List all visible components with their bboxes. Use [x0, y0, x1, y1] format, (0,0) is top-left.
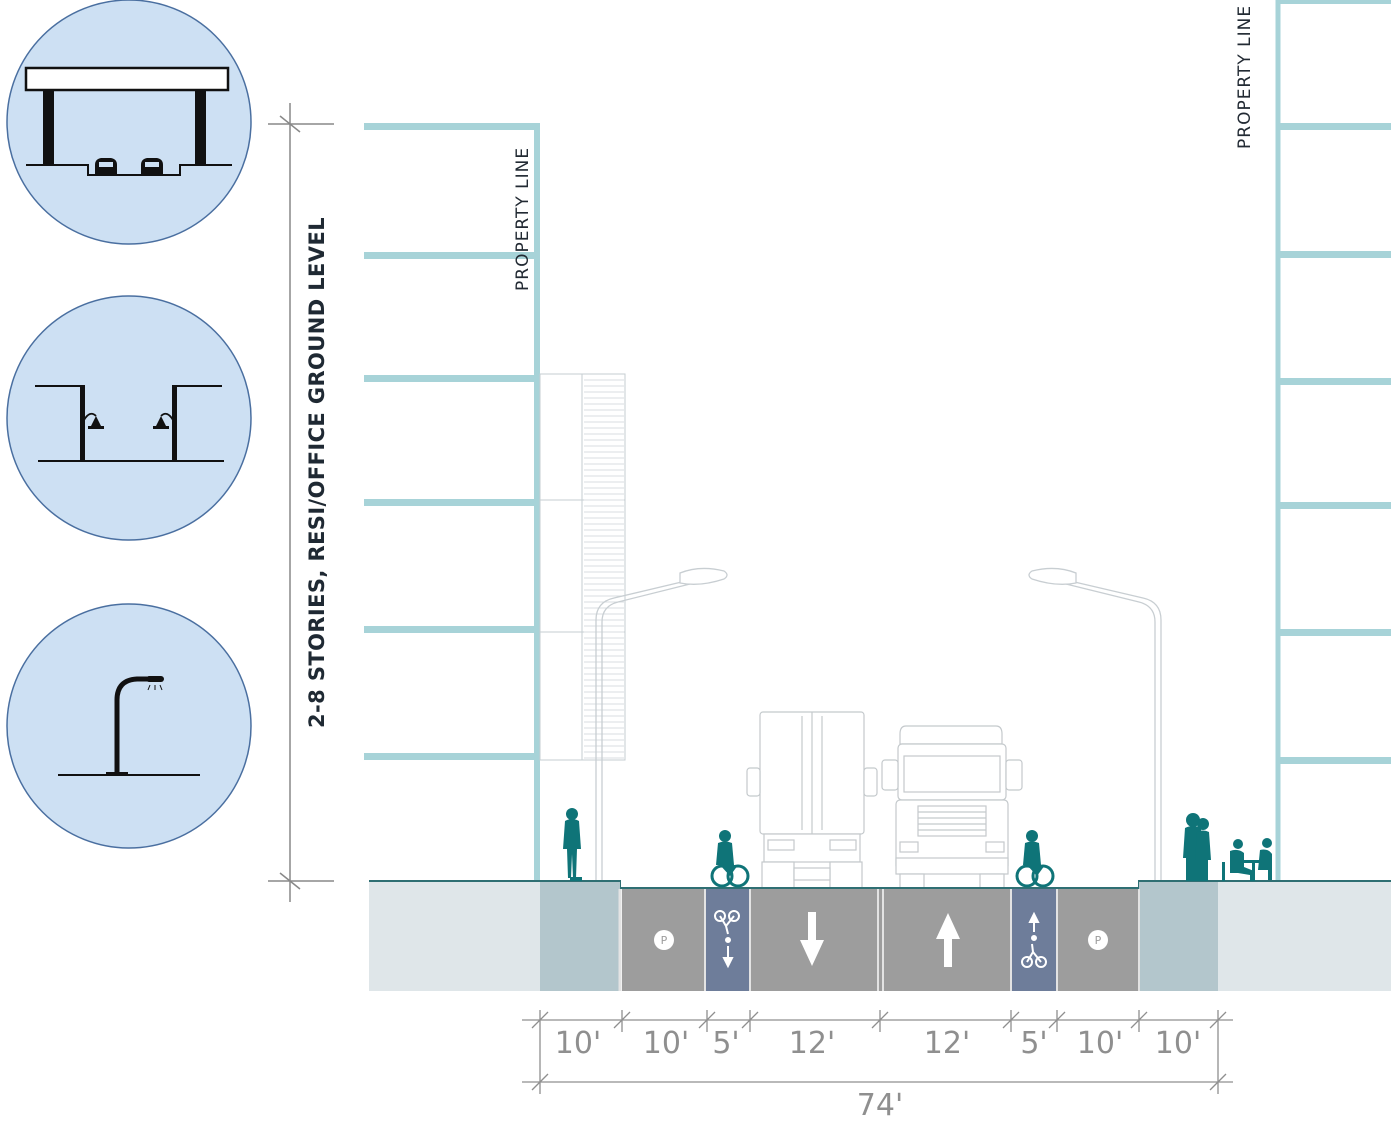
- left-building: [364, 123, 540, 881]
- svg-text:P: P: [1095, 934, 1102, 947]
- segment-width-label: 12': [789, 1026, 835, 1061]
- parking-marking-right: P: [1088, 930, 1108, 950]
- sidewalk-left: [540, 882, 620, 991]
- pedestrian-icon: [563, 808, 582, 881]
- arrow-up-icon: [936, 913, 960, 967]
- street-light-right: [1028, 567, 1162, 880]
- cyclist-icon: [1015, 830, 1055, 888]
- svg-text:P: P: [661, 934, 668, 947]
- street-surface: P P: [369, 880, 1391, 991]
- segment-width-label: 10': [1077, 1026, 1123, 1061]
- right-building: [1275, 0, 1391, 881]
- arrow-down-icon: [800, 912, 824, 966]
- segment-width-label: 5': [1020, 1026, 1047, 1061]
- box-truck-rear: [746, 711, 878, 889]
- car-icon: [95, 158, 117, 175]
- segment-width-labels: 10' 10' 5' 12' 12' 5' 10' 10' 74': [555, 1026, 1201, 1123]
- wall-lamp-icon: [153, 412, 174, 429]
- pedestrian-group-icon: [1183, 813, 1272, 881]
- sidewalk-right: [1139, 882, 1218, 991]
- segment-width-label: 10': [643, 1026, 689, 1061]
- wall-lamp-icon: [83, 412, 104, 429]
- car-icon: [141, 158, 163, 175]
- street-light-left: [595, 567, 728, 880]
- segment-width-label: 5': [712, 1026, 739, 1061]
- elevated-highway-icon: [6, 0, 252, 245]
- cyclist-icon: [710, 830, 750, 888]
- semi-truck-front: [881, 725, 1023, 889]
- facade-screen: [539, 373, 626, 761]
- segment-width-label: 10': [1155, 1026, 1201, 1061]
- building-height-dimension: 2-8 STORIES, RESI/OFFICE GROUND LEVEL: [268, 103, 334, 902]
- segment-width-label: 12': [924, 1026, 970, 1061]
- street-lamps-icon: [6, 295, 252, 541]
- building-height-label: 2-8 STORIES, RESI/OFFICE GROUND LEVEL: [305, 217, 329, 728]
- property-line-label-left: PROPERTY LINE: [513, 147, 533, 291]
- bike-lane-marking-up: [1021, 911, 1047, 968]
- width-dimensions: [522, 1010, 1233, 1094]
- property-line-label-right: PROPERTY LINE: [1235, 5, 1255, 149]
- total-width-label: 74': [857, 1088, 903, 1123]
- parking-marking-left: P: [654, 930, 674, 950]
- segment-width-label: 10': [555, 1026, 601, 1061]
- bike-lane-marking-down: [714, 910, 740, 969]
- street-light-icon: [6, 603, 252, 849]
